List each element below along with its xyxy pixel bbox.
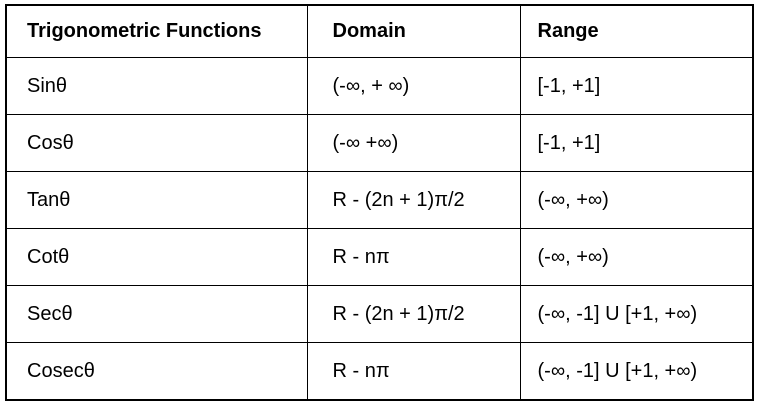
table-row: Sinθ (-∞, + ∞) [-1, +1]	[5, 56, 754, 115]
header-cell-domain: Domain	[306, 4, 521, 58]
cell-domain: (-∞ +∞)	[306, 113, 521, 172]
cell-function: Cosecθ	[5, 342, 308, 401]
cell-function: Sinθ	[5, 56, 308, 115]
table-row: Cosecθ R - nπ (-∞, -1] U [+1, +∞)	[5, 342, 754, 401]
table-row: Cosθ (-∞ +∞) [-1, +1]	[5, 113, 754, 172]
cell-domain: R - (2n + 1)π/2	[306, 285, 521, 344]
cell-function: Cotθ	[5, 227, 308, 287]
cell-range: (-∞, +∞)	[519, 227, 754, 287]
cell-range: (-∞, -1] U [+1, +∞)	[519, 342, 754, 401]
cell-domain: (-∞, + ∞)	[306, 56, 521, 115]
header-cell-function: Trigonometric Functions	[5, 4, 308, 58]
cell-range: [-1, +1]	[519, 56, 754, 115]
cell-domain: R - nπ	[306, 227, 521, 287]
cell-domain: R - (2n + 1)π/2	[306, 170, 521, 229]
cell-function: Cosθ	[5, 113, 308, 172]
cell-range: (-∞, +∞)	[519, 170, 754, 229]
table-body: Sinθ (-∞, + ∞) [-1, +1] Cosθ (-∞ +∞) [-1…	[5, 56, 754, 401]
cell-domain: R - nπ	[306, 342, 521, 401]
cell-range: [-1, +1]	[519, 113, 754, 172]
header-row: Trigonometric Functions Domain Range	[5, 4, 754, 58]
table-row: Secθ R - (2n + 1)π/2 (-∞, -1] U [+1, +∞)	[5, 285, 754, 344]
cell-range: (-∞, -1] U [+1, +∞)	[519, 285, 754, 344]
trig-functions-table: Trigonometric Functions Domain Range Sin…	[5, 4, 754, 401]
table-row: Tanθ R - (2n + 1)π/2 (-∞, +∞)	[5, 170, 754, 229]
cell-function: Tanθ	[5, 170, 308, 229]
header-cell-range: Range	[519, 4, 754, 58]
table-header: Trigonometric Functions Domain Range	[5, 4, 754, 58]
table-row: Cotθ R - nπ (-∞, +∞)	[5, 227, 754, 287]
cell-function: Secθ	[5, 285, 308, 344]
